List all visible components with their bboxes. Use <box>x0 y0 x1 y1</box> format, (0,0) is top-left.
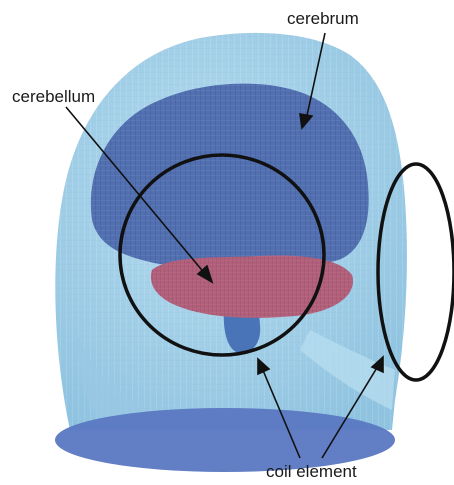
cerebrum-label: cerebrum <box>287 9 359 28</box>
cerebellum-label: cerebellum <box>12 87 95 106</box>
coil-element-label: coil element <box>266 462 357 481</box>
